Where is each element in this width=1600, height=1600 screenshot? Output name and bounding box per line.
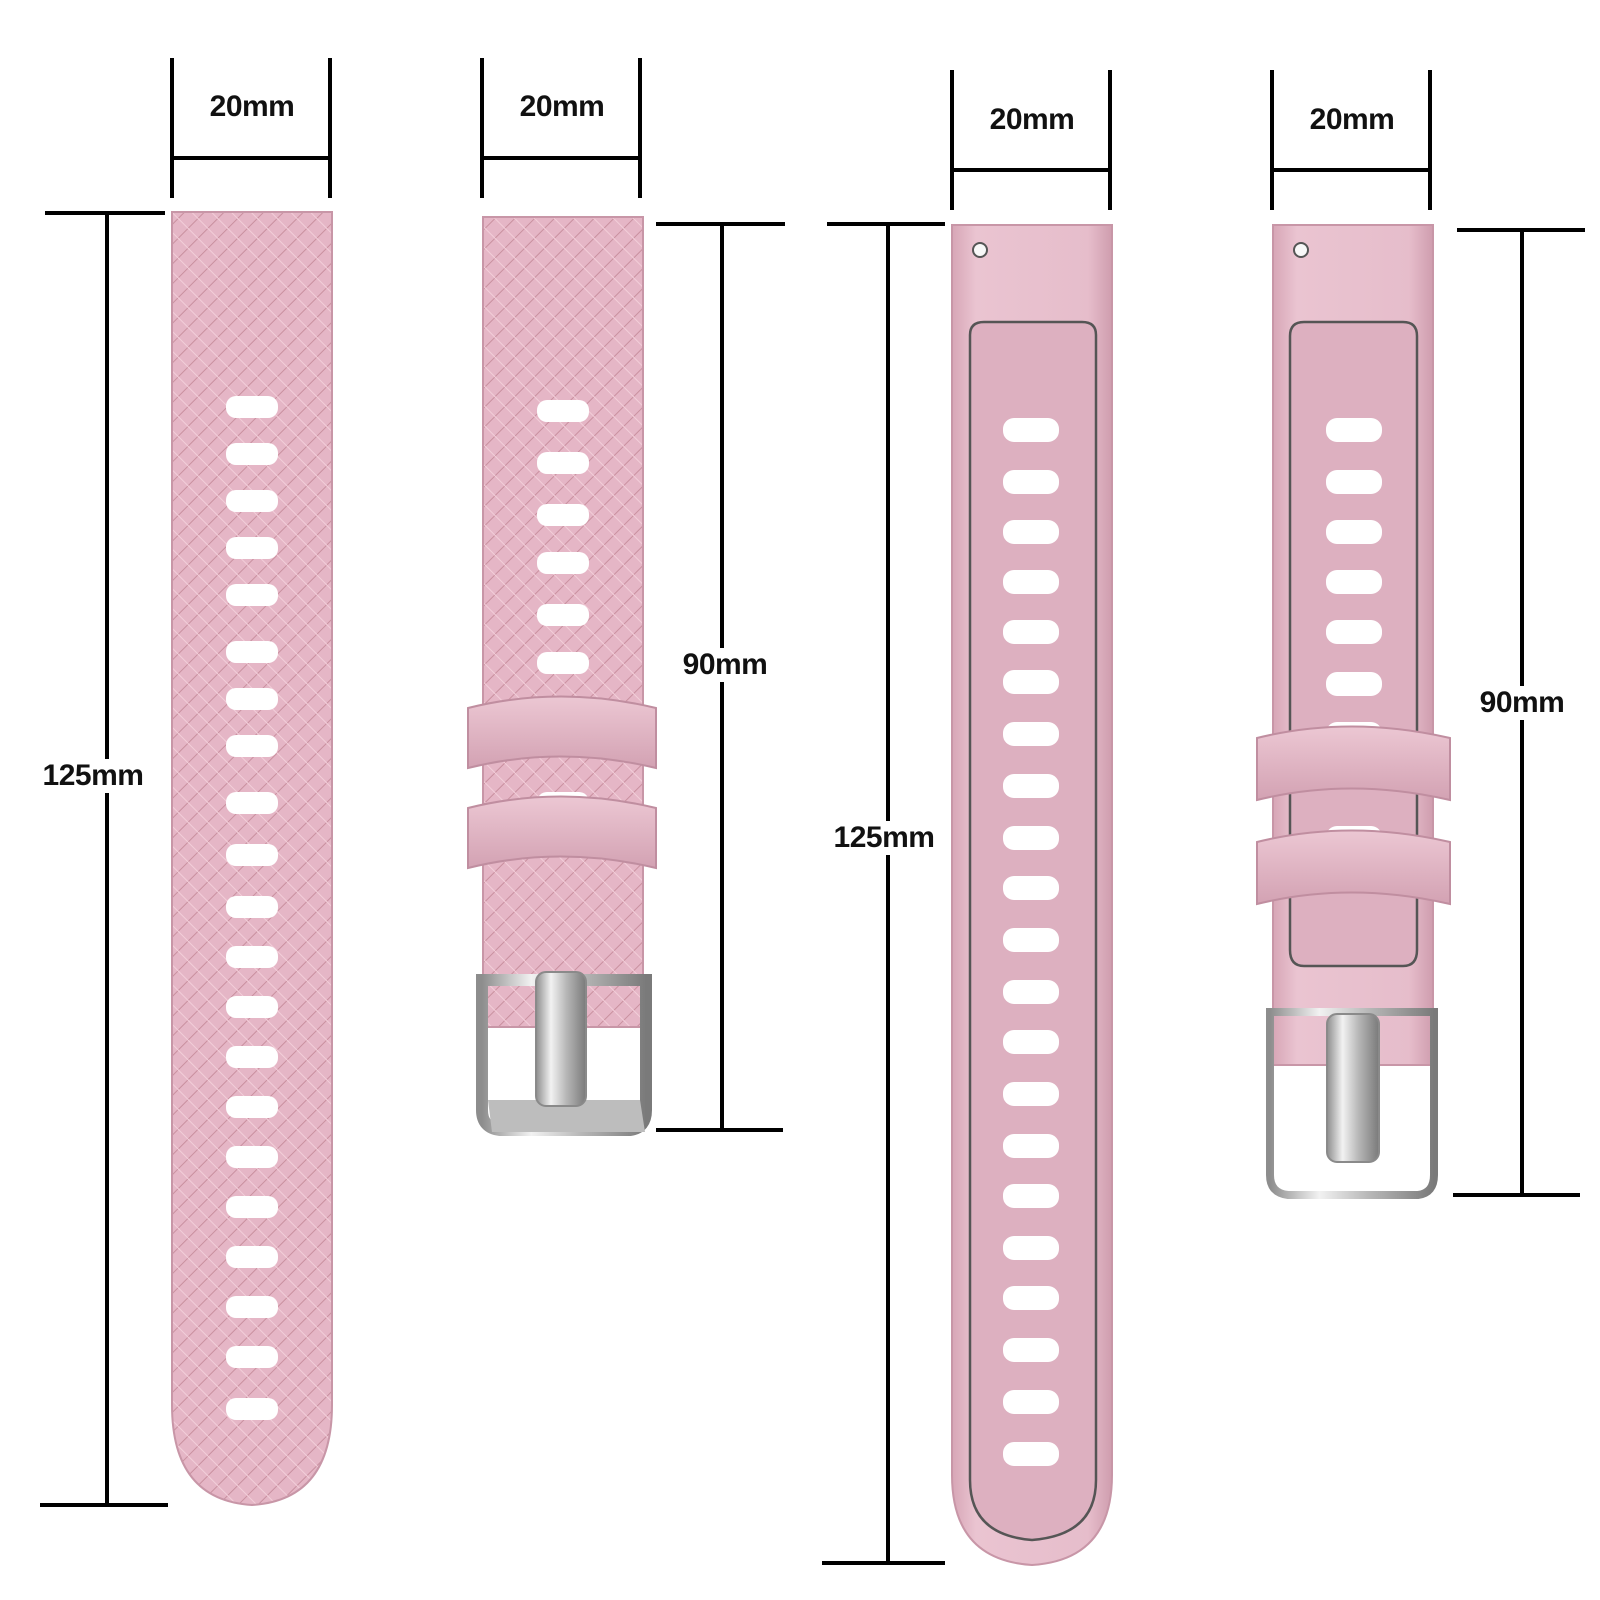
- strap-2-keeper-loop: [467, 795, 657, 870]
- strap-4-smooth-short: [1256, 224, 1451, 1199]
- strap-2-textured-short: [467, 216, 657, 1136]
- strap-4-keeper-loop: [1256, 829, 1451, 906]
- strap-4-width-label: 20mm: [1307, 103, 1397, 137]
- strap-4-keeper-loop: [1256, 725, 1451, 802]
- strap-3-length-label: 125mm: [831, 821, 937, 855]
- strap-4-buckle: [1266, 1008, 1438, 1199]
- strap-1-holes: [226, 396, 278, 1420]
- strap-2-width-label: 20mm: [517, 90, 607, 124]
- strap-3-smooth-long: [951, 224, 1113, 1567]
- strap-3-width-label: 20mm: [987, 103, 1077, 137]
- strap-2-length-label: 90mm: [680, 648, 770, 682]
- strap-1-dimension-lines: [40, 58, 332, 1507]
- strap-1-width-label: 20mm: [207, 90, 297, 124]
- strap-2-buckle: [476, 971, 652, 1136]
- strap-3-dimension-lines: [822, 70, 1112, 1565]
- strap-1-length-label: 125mm: [40, 759, 146, 793]
- strap-1-textured-long: [171, 211, 333, 1507]
- strap-3-holes: [1003, 418, 1059, 1466]
- strap-4-length-label: 90mm: [1477, 686, 1567, 720]
- strap-2-keeper-loop: [467, 695, 657, 770]
